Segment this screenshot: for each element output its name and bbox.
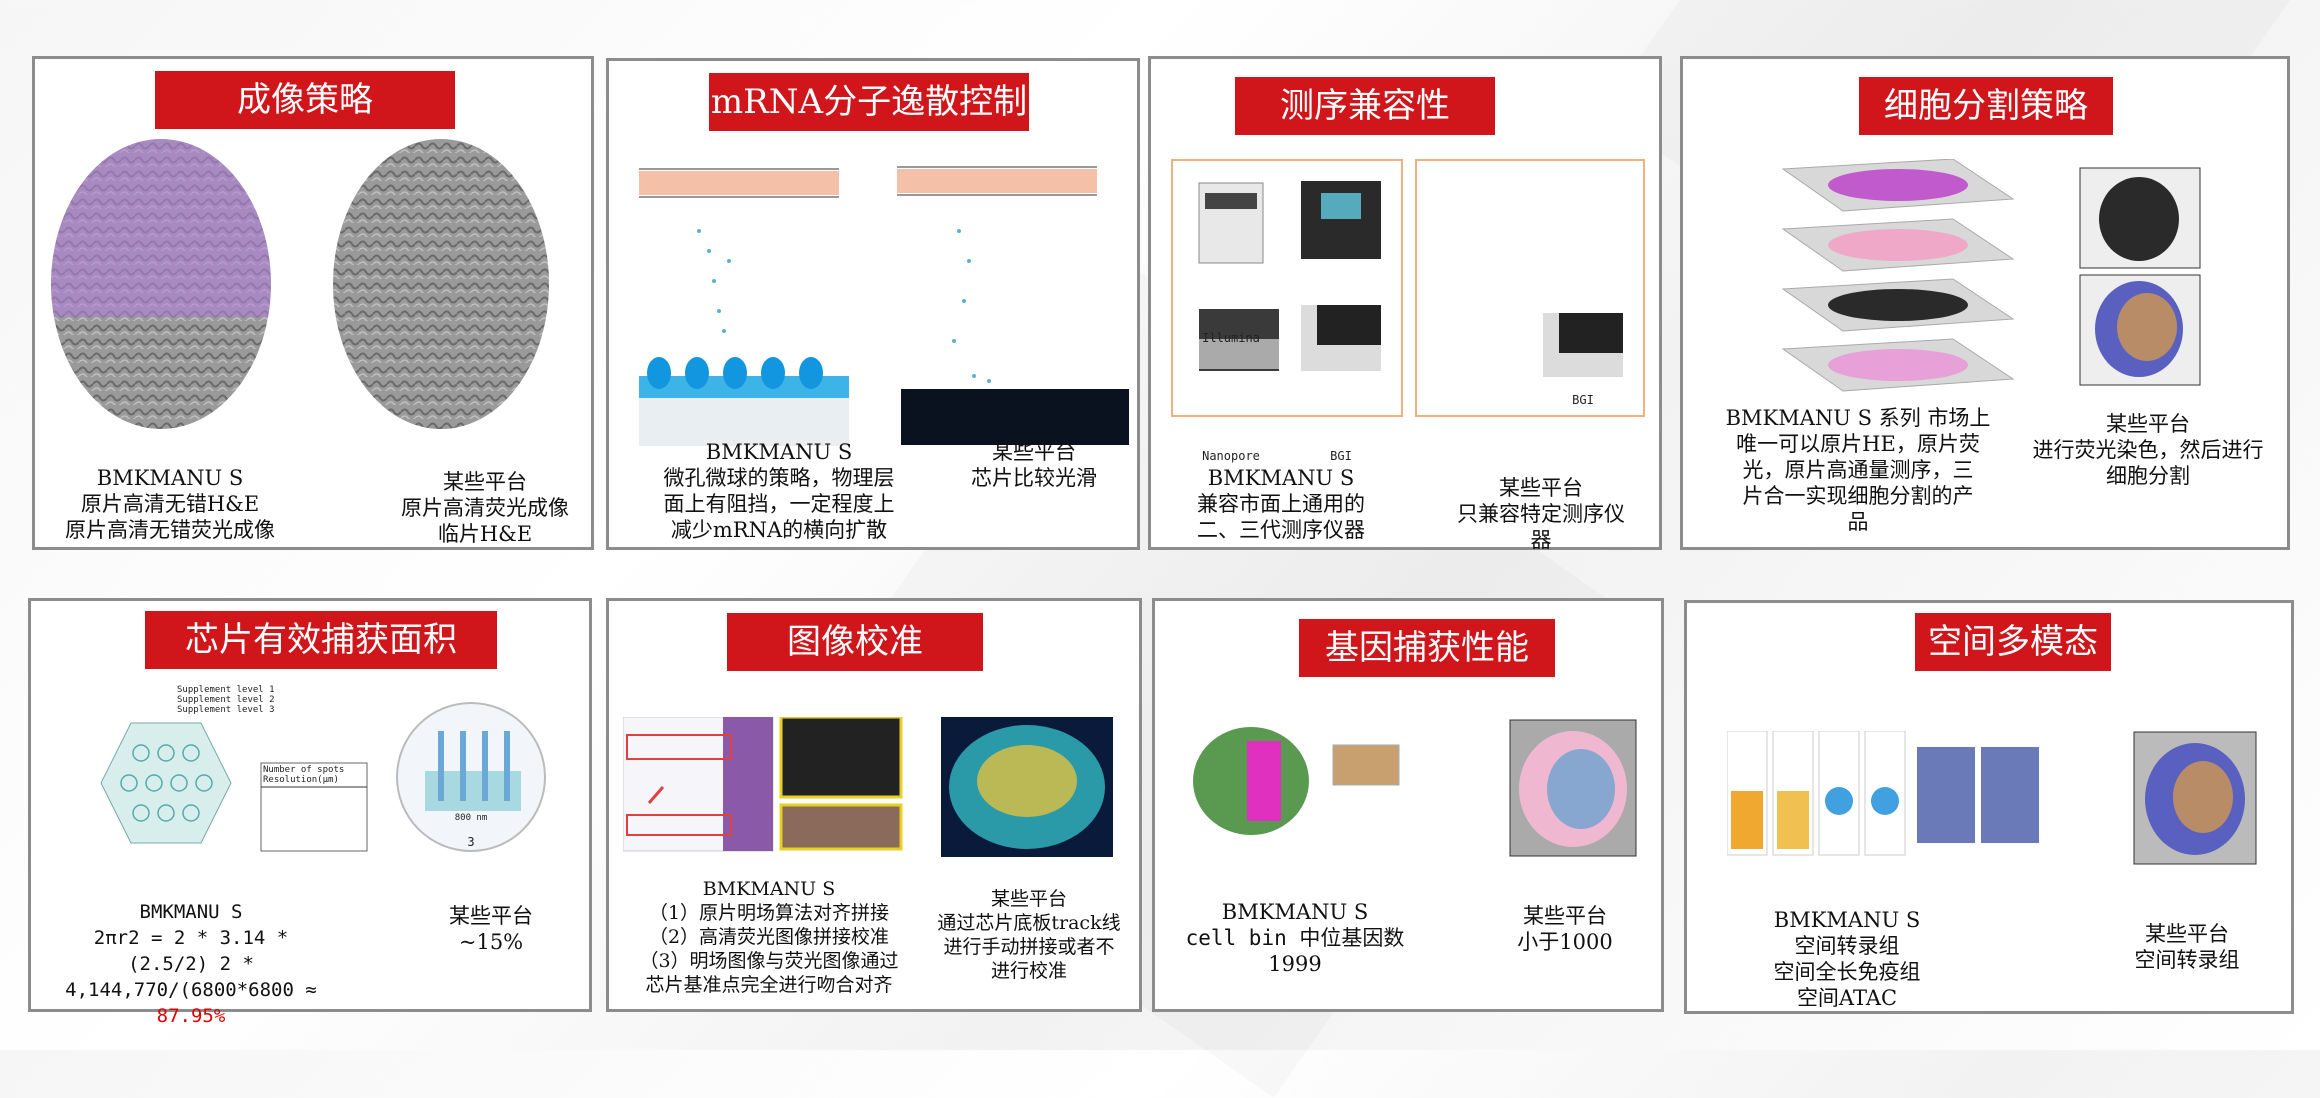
- instrument-label: Illumina: [1202, 331, 1260, 345]
- instrument-label: BGI: [1572, 393, 1594, 407]
- capture-percentage: 87.95%: [156, 1005, 226, 1027]
- panel-title: 成像策略: [155, 71, 455, 129]
- other-platform-image: [1509, 719, 1637, 857]
- bgi-instrument: [1543, 313, 1623, 377]
- caption-other-platform: 某些平台小于1000: [1517, 904, 1613, 954]
- spot-layout-diagram: [100, 722, 368, 852]
- spots-table-header: Number of spots Resolution(μm): [263, 765, 345, 785]
- calibration-images: [623, 717, 1113, 857]
- instrument-label: PacBio: [1319, 331, 1363, 345]
- brain-cellbin-image: [1191, 711, 1441, 851]
- instrument-box-bmkmanu: [1171, 159, 1403, 417]
- tissue-images: [51, 139, 549, 429]
- other-platform-image: [2133, 731, 2257, 865]
- segmentation-images: [2079, 167, 2201, 386]
- caption-bmkmanu: BMKMANU S（1）原片明场算法对齐拼接（2）高清荧光图像拼接校准（3）明场…: [639, 878, 899, 996]
- caption-other-platform: 某些平台~15%: [449, 904, 533, 954]
- layered-slides-diagram: [1781, 159, 2015, 392]
- panel-title: 细胞分割策略: [1859, 77, 2113, 135]
- caption-other-platform: 某些平台空间转录组: [2134, 922, 2240, 972]
- instrument-box-other: [1415, 159, 1645, 417]
- multimodal-charts: [1727, 731, 2039, 856]
- panel-title: 基因捕获性能: [1299, 619, 1555, 677]
- caption-other-platform: 某些平台进行荧光染色，然后进行细胞分割: [2032, 412, 2264, 488]
- diffusion-diagram: [639, 166, 1129, 446]
- panel-title: 芯片有效捕获面积: [145, 611, 497, 669]
- caption-other-platform: 某些平台原片高清荧光成像临片H&E: [401, 470, 569, 546]
- instrument-label: Nanopore: [1202, 449, 1260, 463]
- scale-label: 800 nm: [454, 813, 488, 823]
- panel-cell-segmentation: 细胞分割策略 BMKMANU S 系列 市场上唯一可以原片HE，原片荧光，原片高…: [1680, 56, 2290, 550]
- panel-title: mRNA分子逸散控制: [709, 73, 1029, 131]
- caption-other-platform: 某些平台芯片比较光滑: [971, 440, 1097, 490]
- caption-other-platform: 某些平台通过芯片底板track线进行手动拼接或者不进行校准: [937, 888, 1121, 982]
- panel-sequencing-compatibility: 测序兼容性 Illumina PacBio Nanopore BGI BGI B…: [1148, 56, 1662, 552]
- panel-title: 图像校准: [727, 613, 983, 671]
- microwell-chip-diagram: [396, 702, 546, 852]
- figure-number: 3: [467, 835, 475, 849]
- caption-bmkmanu: BMKMANU S 系列 市场上唯一可以原片HE，原片荧光，原片高通量测序，三片…: [1725, 406, 1991, 534]
- caption-other-platform: 某些平台只兼容特定测序仪器: [1457, 476, 1625, 552]
- panel-image-calibration: 图像校准 BMKMANU S（1）原片明场算法对齐拼接（2）高清荧光图像拼接校准…: [606, 598, 1142, 1012]
- panel-title: 测序兼容性: [1235, 77, 1495, 135]
- panel-title: 空间多模态: [1915, 613, 2111, 671]
- instrument-label: BGI: [1330, 449, 1352, 463]
- sequencer-instruments: [1198, 181, 1381, 371]
